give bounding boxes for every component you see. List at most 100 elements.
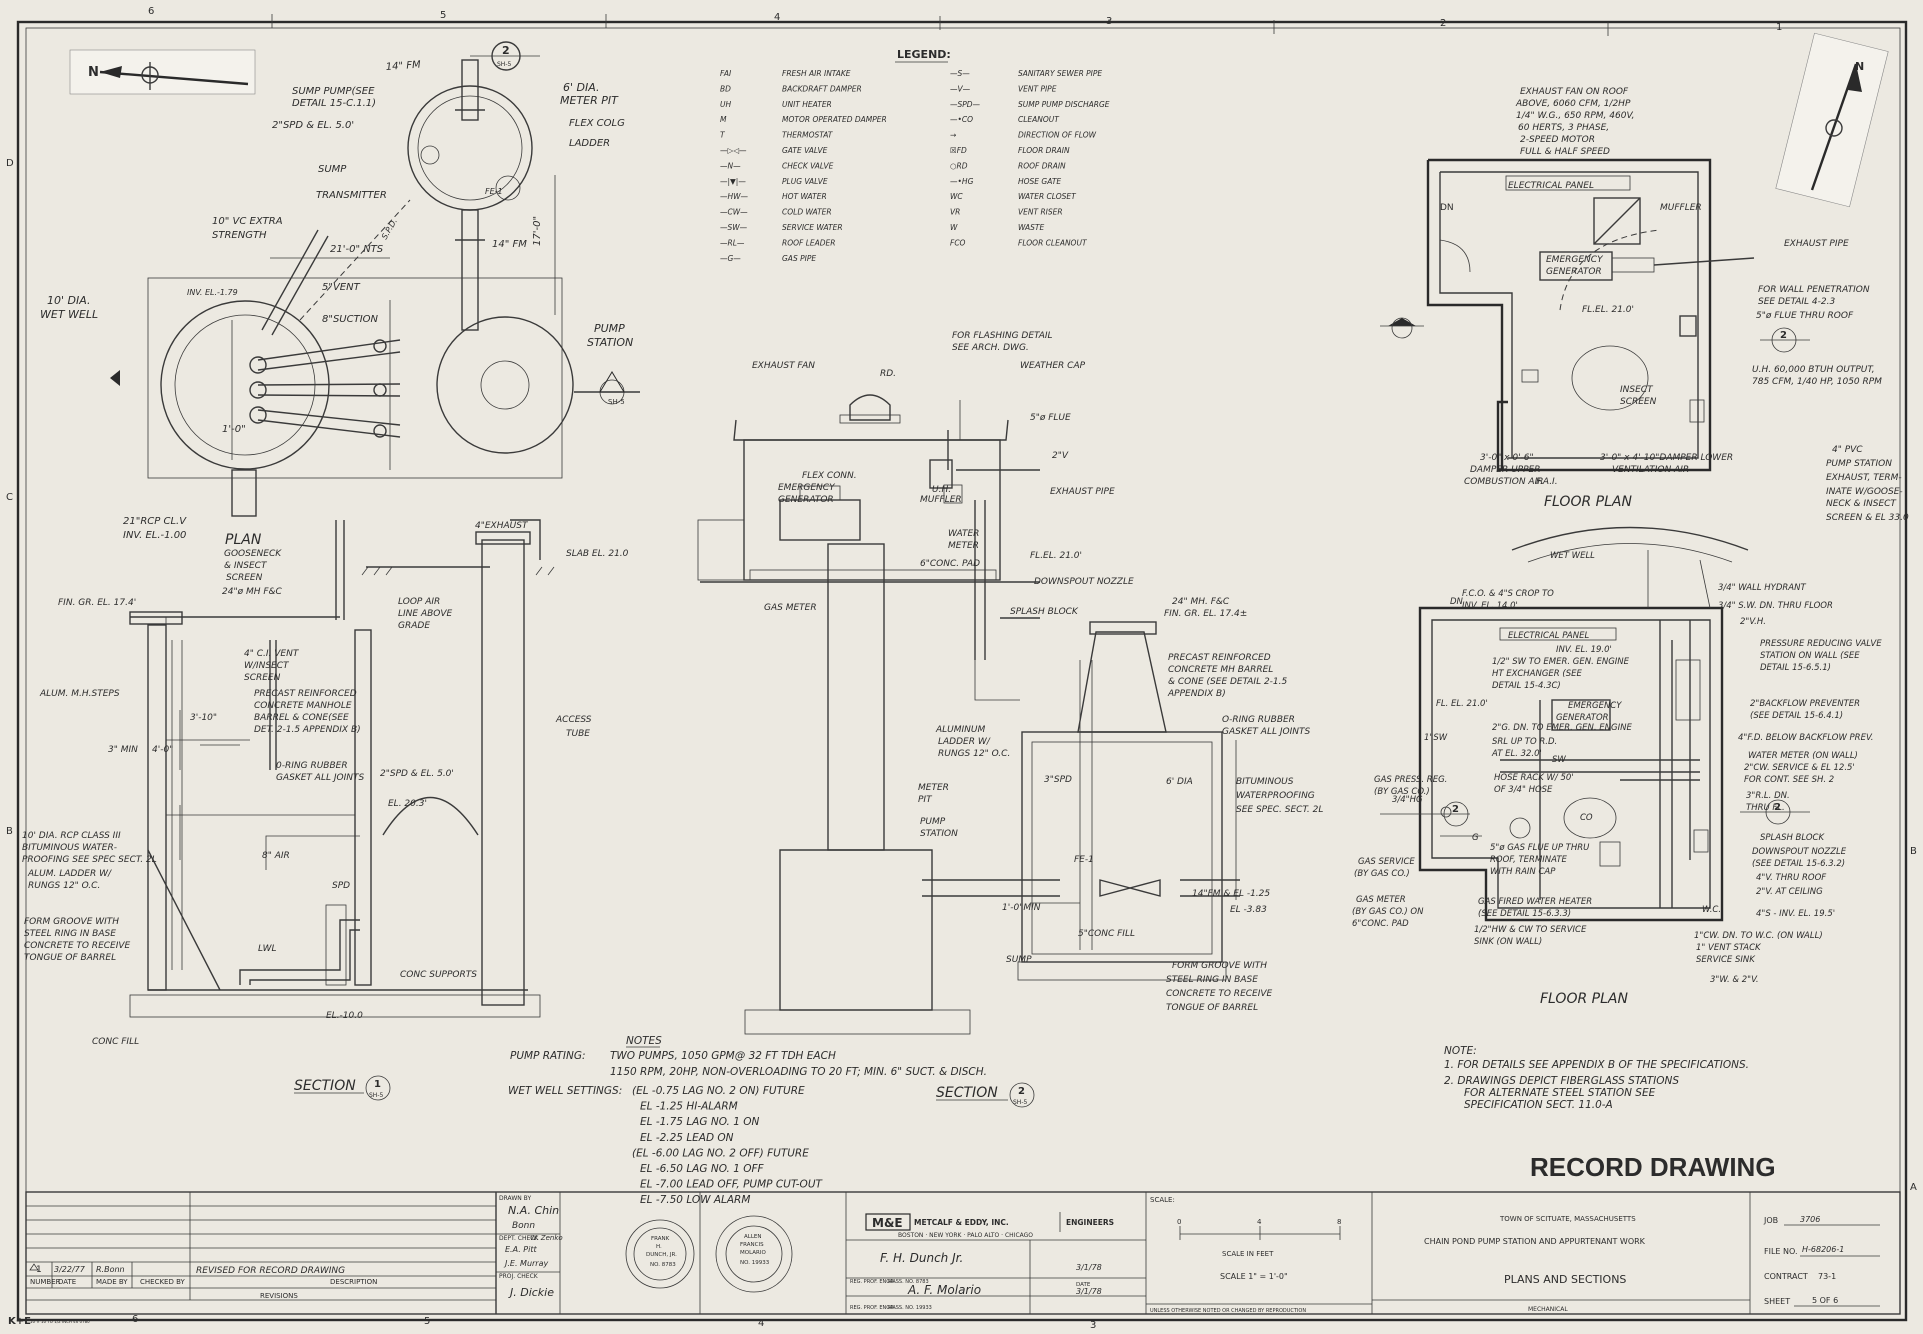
zone-marks-top: 6 5 4 3 2 1: [148, 6, 1782, 33]
section-1-label: BITUMINOUS WATER-: [22, 843, 117, 853]
svg-text:DATE: DATE: [1076, 1282, 1091, 1288]
legend-item: MOTOR OPERATED DAMPER: [782, 115, 887, 124]
floor-plan-bottom-label: AT EL. 32.0': [1491, 749, 1542, 759]
legend-item: UNIT HEATER: [782, 100, 832, 109]
svg-text:FE-1: FE-1: [485, 187, 503, 196]
svg-text:B: B: [6, 826, 13, 837]
section-2-label: MUFFLER: [920, 495, 962, 505]
svg-text:MOLARIO: MOLARIO: [740, 1250, 766, 1256]
svg-text:3: 3: [1090, 1320, 1096, 1330]
legend-item: HOT WATER: [782, 192, 827, 201]
section-1-label: 2"SPD & EL. 5.0': [380, 769, 454, 779]
svg-text:C: C: [6, 492, 13, 503]
section-2-label: WATERPROOFING: [1236, 791, 1315, 801]
section-2-label: 6' DIA: [1166, 777, 1193, 787]
floor-plan-bottom-label: 3"R.L. DN.: [1746, 791, 1790, 801]
section-1-label: TONGUE OF BARREL: [24, 953, 116, 963]
svg-text:STRENGTH: STRENGTH: [212, 230, 267, 241]
floor-plan-top-label: EMERGENCY: [1546, 255, 1604, 265]
svg-text:2: 2: [502, 44, 510, 57]
plan-title: PLAN: [225, 532, 262, 548]
section-1-label: LOOP AIR: [398, 597, 440, 607]
floor-plan-bottom-label: CO: [1580, 813, 1593, 823]
floor-plan-bottom-label: DETAIL 15-6.5.1): [1760, 663, 1831, 673]
plan-drawing: SH-5 2 SH-5: [110, 41, 640, 517]
floor-plan-bottom-label: 3/4"HG: [1392, 795, 1423, 805]
svg-text:6' DIA.: 6' DIA.: [563, 81, 599, 94]
section-1-label: TUBE: [566, 729, 590, 739]
section-2-label: FL.EL. 21.0': [1030, 551, 1082, 561]
floor-plan-bottom-label: OF 3/4" HOSE: [1494, 785, 1553, 795]
legend-symbol: —N—: [720, 161, 741, 170]
signoff-block: DRAWN BY N.A. Chin Bonn DEPT. CHECK W. Z…: [499, 1195, 563, 1299]
svg-text:2: 2: [1452, 804, 1459, 815]
svg-text:4: 4: [758, 1318, 764, 1329]
svg-text:FRANK: FRANK: [651, 1236, 670, 1242]
floor-plan-bottom-label: (SEE DETAIL 15-6.3.3): [1478, 909, 1571, 919]
section-2-label: 1'-0"MIN: [1002, 903, 1041, 913]
floor-plan-top-label: INATE W/GOOSE-: [1826, 487, 1903, 497]
section-2-label: RUNGS 12" O.C.: [938, 749, 1010, 759]
floor-plan-bottom-label: DETAIL 15-4.3C): [1492, 681, 1561, 691]
section-1-label: GOOSENECK: [224, 549, 282, 559]
record-drawing-stamp: RECORD DRAWING: [1530, 1152, 1776, 1182]
svg-text:10' DIA.: 10' DIA.: [47, 294, 90, 307]
svg-text:TRANSMITTER: TRANSMITTER: [316, 190, 387, 201]
floor-plan-bottom-label: INV. EL. 19.0': [1556, 645, 1612, 655]
floor-plan-bottom-label: DOWNSPOUT NOZZLE: [1752, 847, 1847, 857]
section-2-label: BITUMINOUS: [1236, 777, 1294, 787]
floor-plan-top-label: SCREEN & EL 33.0: [1826, 513, 1909, 523]
rev-header-description: DESCRIPTION: [330, 1278, 377, 1286]
rev-row-number: 1: [36, 1265, 42, 1275]
svg-text:1: 1: [374, 1079, 381, 1090]
svg-text:JOB: JOB: [1763, 1216, 1778, 1225]
legend-symbol: W: [950, 223, 958, 232]
svg-text:B: B: [1910, 846, 1917, 857]
legend-symbol: —HW—: [720, 192, 749, 201]
floor-plan-bottom-label: WATER METER (ON WALL): [1748, 751, 1858, 761]
svg-text:BOSTON · NEW YORK · PALO ALTO: BOSTON · NEW YORK · PALO ALTO · CHICAGO: [898, 1232, 1033, 1239]
floor-plan-bottom-label: (BY GAS CO.): [1354, 869, 1410, 879]
engineer-seal-1-icon: FRANK H. DUNCH, JR. NO. 8783: [625, 1219, 695, 1289]
legend-item: ROOF LEADER: [782, 238, 836, 247]
floor-plan-bottom-label: 4"V. THRU ROOF: [1756, 873, 1826, 883]
section-2-label: CONCRETE MH BARREL: [1168, 665, 1273, 675]
svg-text:SCALE:: SCALE:: [1150, 1196, 1175, 1204]
wet-well-setting: EL -7.00 LEAD OFF, PUMP CUT-OUT: [640, 1179, 824, 1191]
svg-text:6: 6: [148, 6, 154, 17]
section-2-label: 3"SPD: [1044, 775, 1072, 785]
floor-plan-top-label: 4" PVC: [1832, 445, 1863, 455]
floor-plan-bottom-label: SPLASH BLOCK: [1760, 833, 1825, 843]
legend-symbol: BD: [720, 84, 731, 93]
legend-item: GAS PIPE: [782, 254, 816, 263]
section-2-label: METER: [948, 541, 979, 551]
floor-plan-bottom-label: DN: [1450, 597, 1464, 607]
section-1-label: 0-RING RUBBER: [276, 761, 348, 771]
svg-text:D: D: [6, 158, 14, 169]
section-1-label: ALUM. M.H.STEPS: [39, 689, 120, 699]
section-2-label: O-RING RUBBER: [1222, 715, 1295, 725]
floor-plan-bottom-label: SINK (ON WALL): [1474, 937, 1542, 947]
floor-plan-bottom-label: HT EXCHANGER (SEE: [1492, 669, 1582, 679]
svg-text:4: 4: [774, 12, 780, 23]
floor-plan-bottom-label: GAS FIRED WATER HEATER: [1478, 897, 1592, 907]
legend-item: VENT PIPE: [1018, 84, 1057, 93]
section-2-label: STEEL RING IN BASE: [1166, 975, 1258, 985]
engineer-seal-2-icon: ALLEN FRANCIS MOLARIO NO. 19933: [715, 1215, 793, 1293]
legend-item: SANITARY SEWER PIPE: [1018, 69, 1102, 78]
general-notes-title: NOTE:: [1444, 1045, 1477, 1057]
svg-text:SH-5: SH-5: [1013, 1099, 1027, 1106]
legend-item: FRESH AIR INTAKE: [782, 69, 851, 78]
legend-right-column: —S—SANITARY SEWER PIPE—V—VENT PIPE—SPD—S…: [950, 69, 1110, 247]
floor-plan-top-label: 5"ø FLUE THRU ROOF: [1756, 311, 1854, 321]
svg-text:5"VENT: 5"VENT: [322, 282, 361, 293]
legend-symbol: —•CO: [950, 115, 973, 124]
svg-text:INV. EL.-1.79: INV. EL.-1.79: [187, 288, 238, 297]
section-1-label: 10' DIA. RCP CLASS III: [22, 831, 121, 841]
legend-symbol: —V—: [950, 84, 971, 93]
section-1-label: CONCRETE TO RECEIVE: [24, 941, 131, 951]
svg-text:1'-0": 1'-0": [222, 424, 246, 435]
